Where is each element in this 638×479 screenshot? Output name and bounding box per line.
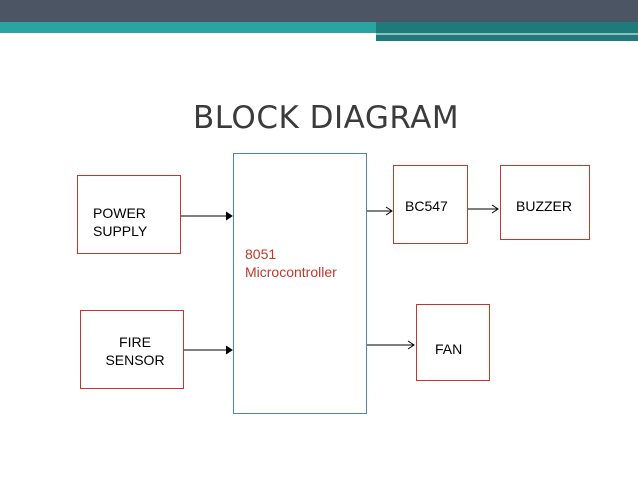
- microcontroller-label: 8051 Microcontroller: [245, 246, 337, 280]
- header-stripe-highlight: [376, 33, 638, 35]
- power-supply-label: POWER SUPPLY: [93, 205, 148, 239]
- header-stripe: [0, 22, 638, 33]
- fan-block: [416, 304, 490, 381]
- bc547-block: [393, 165, 468, 244]
- microcontroller-block: [233, 153, 367, 414]
- fire-sensor-block: [80, 310, 184, 389]
- arrow-mcu-to-fan: [367, 340, 415, 350]
- bc547-label: BC547: [405, 198, 448, 214]
- arrow-bc547-to-buzzer: [468, 204, 499, 214]
- buzzer-label: BUZZER: [516, 198, 572, 214]
- fan-label: FAN: [435, 341, 463, 357]
- arrow-mcu-to-bc547: [367, 206, 393, 216]
- slide-title: BLOCK DIAGRAM: [193, 100, 460, 136]
- power-supply-block: [77, 175, 181, 254]
- header-stripe-accent: [376, 22, 638, 41]
- header-bar: [0, 0, 638, 22]
- buzzer-block: [500, 165, 590, 240]
- fire-sensor-label: FIRE SENSOR: [105, 334, 165, 368]
- arrow-power-to-mcu: [181, 211, 233, 221]
- arrow-fire-to-mcu: [184, 345, 233, 355]
